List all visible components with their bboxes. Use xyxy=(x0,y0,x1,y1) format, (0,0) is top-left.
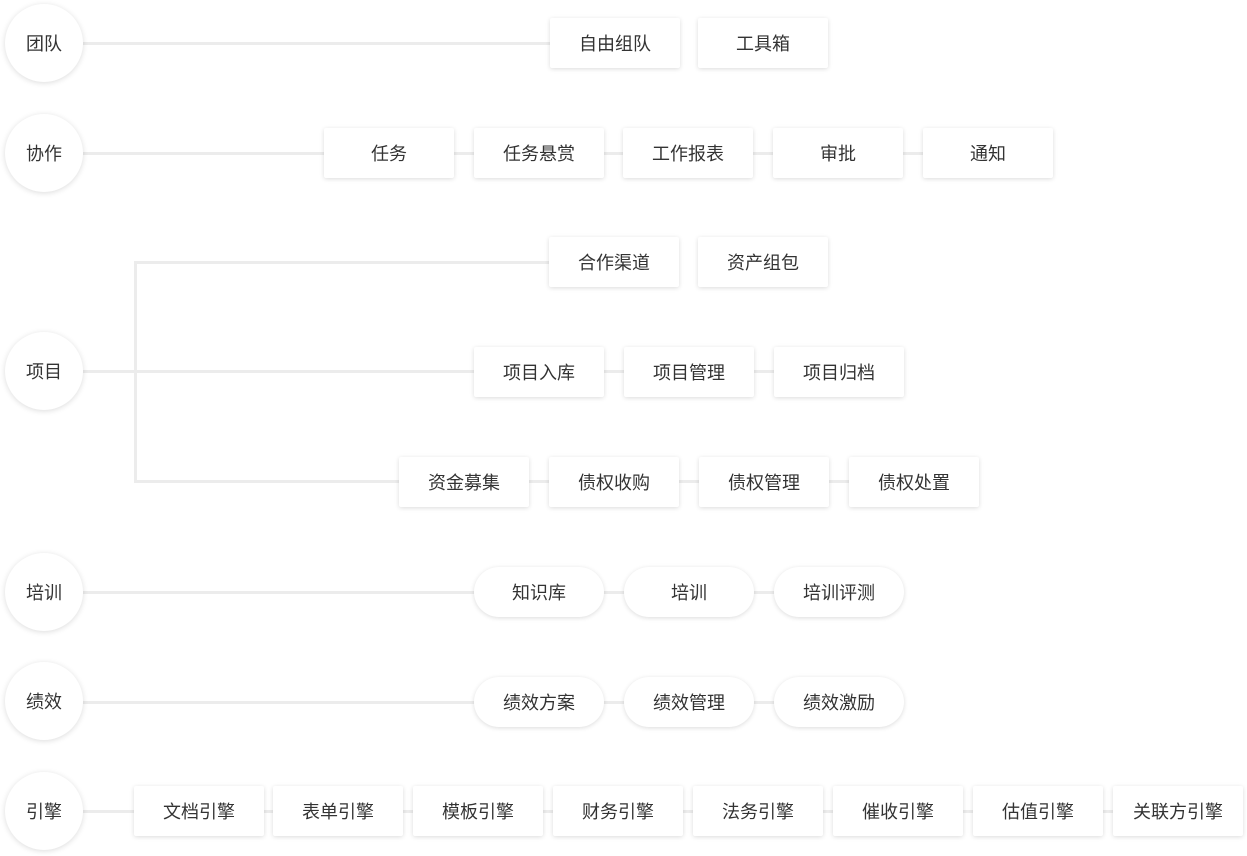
category-collab: 协作 xyxy=(5,114,83,192)
node-engine-1[interactable]: 文档引擎 xyxy=(134,786,264,836)
node-project-top-1[interactable]: 合作渠道 xyxy=(549,237,679,287)
node-collab-3[interactable]: 工作报表 xyxy=(623,128,753,178)
category-training: 培训 xyxy=(5,553,83,631)
node-engine-5[interactable]: 法务引擎 xyxy=(693,786,823,836)
node-engine-7[interactable]: 估值引擎 xyxy=(973,786,1103,836)
node-project-top-2[interactable]: 资产组包 xyxy=(698,237,828,287)
node-training-1[interactable]: 知识库 xyxy=(474,567,604,617)
node-training-3[interactable]: 培训评测 xyxy=(774,567,904,617)
node-collab-1[interactable]: 任务 xyxy=(324,128,454,178)
node-project-mid-3[interactable]: 项目归档 xyxy=(774,347,904,397)
node-project-mid-1[interactable]: 项目入库 xyxy=(474,347,604,397)
category-performance: 绩效 xyxy=(5,662,83,740)
node-engine-8[interactable]: 关联方引擎 xyxy=(1113,786,1243,836)
node-project-bottom-2[interactable]: 债权收购 xyxy=(549,457,679,507)
node-team-1[interactable]: 自由组队 xyxy=(550,18,680,68)
node-engine-6[interactable]: 催收引擎 xyxy=(833,786,963,836)
node-performance-1[interactable]: 绩效方案 xyxy=(474,677,604,727)
node-project-bottom-4[interactable]: 债权处置 xyxy=(849,457,979,507)
node-collab-5[interactable]: 通知 xyxy=(923,128,1053,178)
node-collab-4[interactable]: 审批 xyxy=(773,128,903,178)
connector-line xyxy=(134,261,549,264)
connector-line xyxy=(399,480,979,483)
category-project: 项目 xyxy=(5,332,83,410)
node-engine-3[interactable]: 模板引擎 xyxy=(413,786,543,836)
connector-line xyxy=(134,261,137,483)
node-project-mid-2[interactable]: 项目管理 xyxy=(624,347,754,397)
node-project-bottom-1[interactable]: 资金募集 xyxy=(399,457,529,507)
node-engine-4[interactable]: 财务引擎 xyxy=(553,786,683,836)
node-engine-2[interactable]: 表单引擎 xyxy=(273,786,403,836)
connector-line xyxy=(83,370,474,373)
node-performance-2[interactable]: 绩效管理 xyxy=(624,677,754,727)
category-team: 团队 xyxy=(5,4,83,82)
node-training-2[interactable]: 培训 xyxy=(624,567,754,617)
connector-line xyxy=(83,42,550,45)
node-collab-2[interactable]: 任务悬赏 xyxy=(474,128,604,178)
node-performance-3[interactable]: 绩效激励 xyxy=(774,677,904,727)
node-team-2[interactable]: 工具箱 xyxy=(698,18,828,68)
category-engine: 引擎 xyxy=(5,772,83,850)
connector-line xyxy=(134,480,399,483)
node-project-bottom-3[interactable]: 债权管理 xyxy=(699,457,829,507)
